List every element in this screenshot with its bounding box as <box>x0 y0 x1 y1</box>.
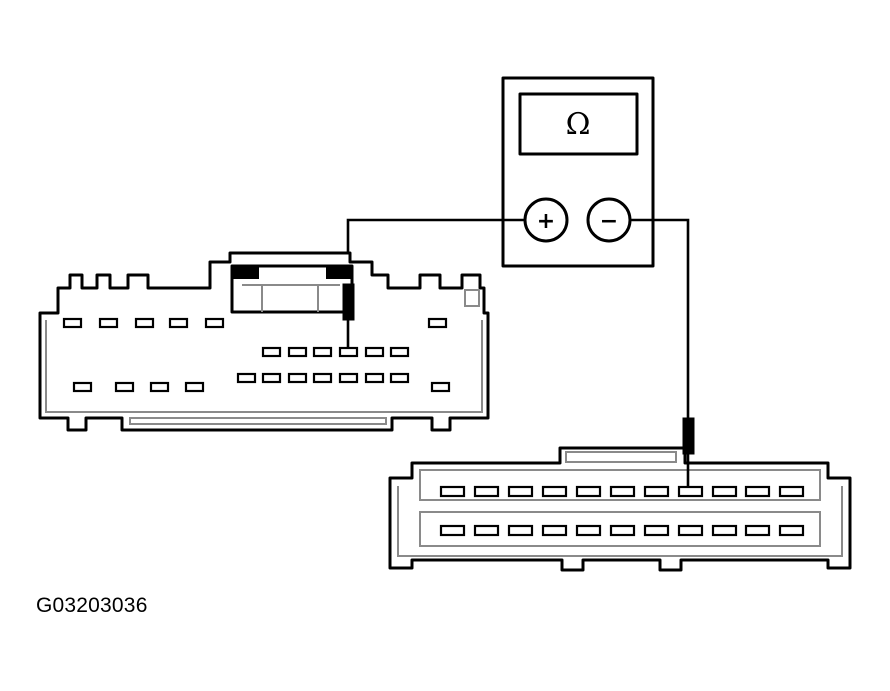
left-connector-row-2 <box>261 346 410 358</box>
negative-terminal-label: − <box>600 209 618 234</box>
left-connector-row-4 <box>72 381 451 393</box>
negative-probe <box>682 417 695 487</box>
right-connector-row-1 <box>439 485 805 498</box>
meter-display-symbol: Ω <box>566 107 591 142</box>
right-connector <box>388 446 852 572</box>
negative-lead <box>630 218 690 420</box>
right-connector-row-2 <box>439 524 805 537</box>
positive-probe <box>342 283 355 348</box>
ohmmeter: Ω + − <box>501 76 655 268</box>
left-connector <box>38 251 490 432</box>
positive-terminal-label: + <box>537 209 555 234</box>
negative-terminal: − <box>586 197 632 243</box>
positive-terminal: + <box>523 197 569 243</box>
figure-id: G03203036 <box>36 594 148 617</box>
left-connector-row-3 <box>236 372 410 384</box>
left-connector-row-1 <box>62 317 448 329</box>
